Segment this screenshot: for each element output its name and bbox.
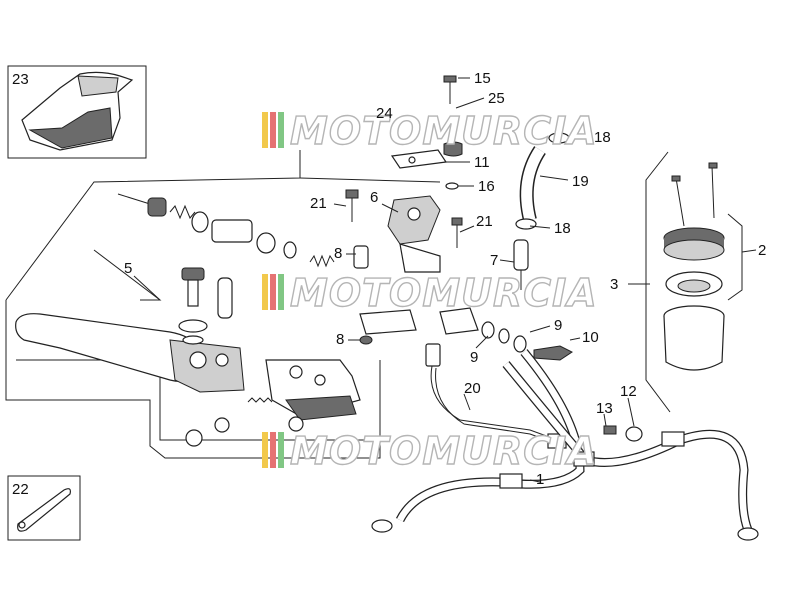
bleed-screws [345, 189, 463, 345]
watermark-2: MOTOMURCIA [262, 270, 598, 316]
watermark-1: MOTOMURCIA [262, 108, 598, 154]
brake-lever [15, 313, 245, 393]
callout-3: 3 [610, 276, 618, 293]
reservoir-cover-plate [390, 75, 463, 190]
watermark-3: MOTOMURCIA [262, 428, 598, 474]
callout-13: 13 [596, 400, 613, 417]
callout-25: 25 [488, 90, 505, 107]
callout-16: 16 [478, 178, 495, 195]
callout-23: 23 [12, 71, 29, 88]
svg-text:MOTOMURCIA: MOTOMURCIA [290, 271, 598, 315]
callout-5: 5 [124, 260, 132, 277]
master-cylinder-piston-set [117, 193, 335, 268]
clamp-bracket [359, 307, 479, 335]
banjo-bolt-and-washers [481, 321, 573, 361]
callout-8-top: 8 [334, 245, 342, 262]
callout-20: 20 [464, 380, 481, 397]
callout-6: 6 [370, 189, 378, 206]
callout-19: 19 [572, 173, 589, 190]
callout-15: 15 [474, 70, 491, 87]
callout-18-bottom: 18 [554, 220, 571, 237]
inset-box-23 [7, 65, 147, 159]
adjuster-block [265, 359, 361, 421]
hose-clip-and-bolt [603, 425, 643, 442]
lever-pivot-pin [178, 267, 233, 345]
callout-1: 1 [536, 471, 544, 488]
reservoir-cap [663, 227, 725, 261]
reservoir-body [663, 305, 725, 371]
callout-24: 24 [376, 105, 393, 122]
reservoir-bracket-lines [645, 151, 743, 413]
callout-8-bottom: 8 [336, 331, 344, 348]
callout-labels: 23 22 15 25 24 18 11 16 19 18 21 6 21 8 … [12, 70, 766, 498]
callout-18-top: 18 [594, 129, 611, 146]
callout-21-left: 21 [310, 195, 327, 212]
master-cylinder-body [387, 195, 441, 273]
callout-12: 12 [620, 383, 637, 400]
callout-9-left: 9 [470, 349, 478, 366]
brake-hose-assembly [371, 349, 759, 541]
hose-fitting [513, 239, 529, 290]
svg-text:MOTOMURCIA: MOTOMURCIA [290, 429, 598, 473]
reservoir-diaphragm [665, 271, 723, 297]
callout-2: 2 [758, 242, 766, 259]
callout-21-right: 21 [476, 213, 493, 230]
small-springs-and-clips [185, 397, 304, 447]
leader-lines [133, 77, 757, 483]
callout-7: 7 [490, 252, 498, 269]
callout-11: 11 [474, 154, 490, 171]
callout-10: 10 [582, 329, 599, 346]
inset-box-22 [7, 475, 81, 541]
svg-text:MOTOMURCIA: MOTOMURCIA [290, 109, 598, 153]
reservoir-screws [671, 162, 718, 227]
callout-22: 22 [12, 481, 29, 498]
callout-9-right: 9 [554, 317, 562, 334]
